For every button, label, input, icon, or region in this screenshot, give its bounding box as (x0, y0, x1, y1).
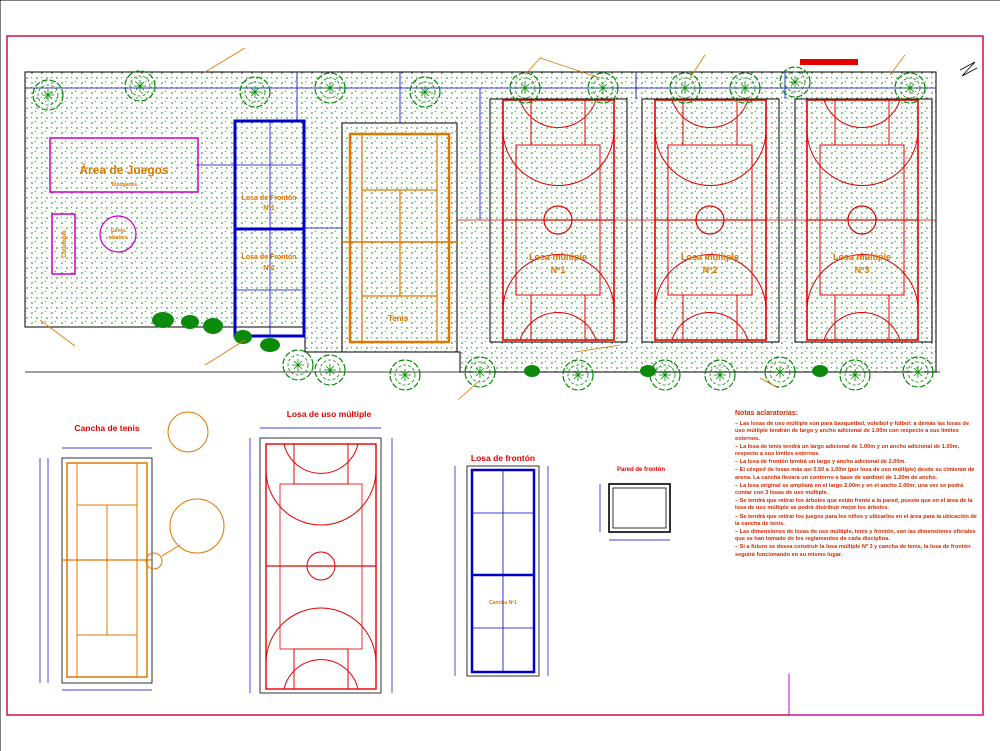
detail-wall-drawing (599, 483, 671, 541)
fronton-2-label-b: Nº2 (263, 265, 275, 272)
fronton-1-label-b: Nº1 (263, 205, 275, 212)
detail-fronton-court-label: Cancha Nº1 (489, 600, 517, 606)
multiuse-1-label-a: Losa múltiple (529, 252, 587, 262)
tennis-court (341, 122, 458, 353)
note-item: – La losa de frontón tendrá un largo y a… (735, 459, 906, 466)
multiuse-1-label-b: Nº1 (551, 265, 566, 275)
detail-tennis-title: Cancha de tenis (74, 423, 139, 433)
fronton-courts (196, 119, 342, 338)
elastic-label-1: Gomo (111, 228, 125, 234)
tennis-label: Tenis (388, 314, 409, 323)
notes-title: Notas aclaratorias: (735, 410, 799, 417)
detail-wall-title: Pared de frontón (617, 467, 665, 473)
fronton-1-label-a: Losa de Frontón (242, 195, 297, 202)
site-grass (24, 71, 937, 373)
detail-multiuse-title: Losa de uso múltiple (287, 409, 372, 419)
multiuse-2-label-b: Nº2 (703, 265, 718, 275)
swing-area (51, 213, 76, 275)
note-item: – El césped de losas más así 0.50 a 1.00… (735, 467, 975, 481)
multiuse-2-label-a: Losa múltiple (681, 252, 739, 262)
note-item: – Las losas de uso múltiple son para bas… (735, 421, 970, 442)
note-item: – La losa de tenis tendrá un largo adici… (735, 443, 960, 458)
notes-panel: Notas aclaratorias: – Las losas de uso m… (735, 410, 980, 560)
elastic-area (99, 215, 137, 253)
detail-fronton-drawing (454, 465, 549, 677)
slides-label: Toboganes (111, 182, 138, 188)
fronton-2-label-a: Losa de Frontón (242, 254, 297, 261)
elastic-label-2: elástico (109, 235, 128, 241)
multiuse-3-label-a: Losa múltiple (833, 252, 891, 262)
note-item: – Las dimensiones de losas de uso múltip… (735, 529, 976, 543)
detail-tennis-drawing (39, 411, 225, 691)
note-item: – Se tendrá que retirar los juegos para … (735, 513, 977, 527)
playground-title: Área de Juegos (79, 162, 169, 177)
detail-fronton-title: Losa de frontón (471, 453, 535, 463)
sheet-border (6, 35, 984, 716)
note-item: – Si a futuro se desea construir la losa… (735, 544, 971, 558)
note-item: – Se tendrá que retirar los árboles que … (735, 498, 973, 512)
swing-label: Columpio (62, 230, 68, 258)
multiuse-3-label-b: Nº3 (855, 265, 870, 275)
detail-multiuse-drawing (249, 427, 393, 694)
note-item: – La losa original se ampliará en el lar… (735, 482, 964, 497)
